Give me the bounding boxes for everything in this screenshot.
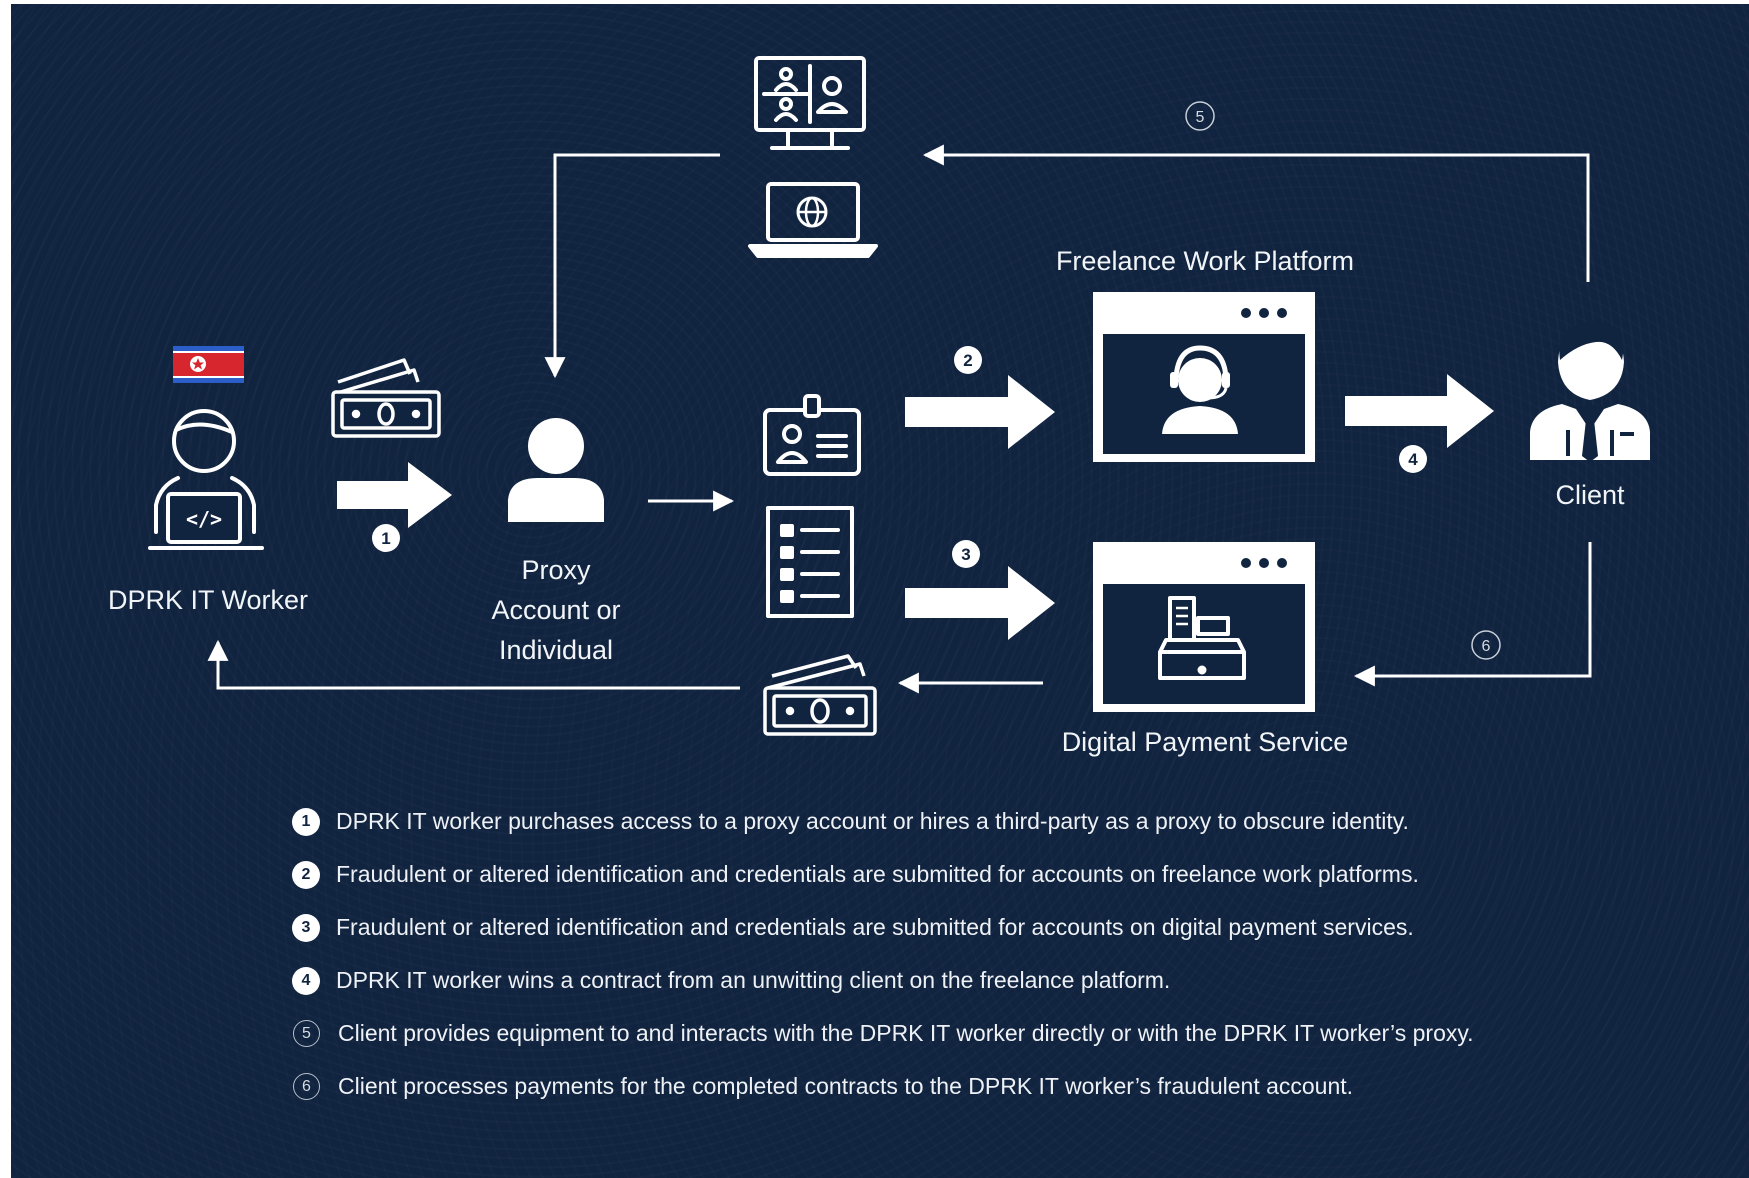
svg-text:</>: </> bbox=[186, 507, 222, 531]
legend-text-6: Client processes payments for the comple… bbox=[338, 1073, 1354, 1099]
legend-number-6: 6 bbox=[293, 1073, 320, 1100]
id-card-icon bbox=[763, 394, 861, 476]
legend-text-4: DPRK IT worker wins a contract from an u… bbox=[336, 967, 1171, 993]
badge-step-3: 3 bbox=[952, 540, 980, 568]
support-agent-icon bbox=[1162, 345, 1238, 434]
legend-item-6: 6 Client processes payments for the comp… bbox=[292, 1060, 1732, 1113]
legend-item-2: 2 Fraudulent or altered identification a… bbox=[292, 848, 1732, 901]
connector-payout bbox=[207, 542, 1592, 694]
badge-step-3-label: 3 bbox=[961, 545, 970, 564]
legend-number-2: 2 bbox=[292, 860, 320, 889]
arrow-step-3 bbox=[905, 566, 1055, 640]
worker-label: DPRK IT Worker bbox=[107, 585, 309, 615]
laptop-globe-icon bbox=[748, 182, 878, 258]
badge-step-6: 6 bbox=[1471, 630, 1501, 660]
payment-label: Digital Payment Service bbox=[1061, 727, 1349, 757]
person-icon bbox=[508, 418, 604, 522]
proxy-label: Proxy Account or Individual bbox=[491, 555, 621, 665]
badge-step-2-label: 2 bbox=[963, 351, 972, 370]
legend-item-5: 5 Client provides equipment to and inter… bbox=[292, 1007, 1732, 1060]
legend-item-4: 4 DPRK IT worker wins a contract from an… bbox=[292, 954, 1732, 1007]
legend: 1 DPRK IT worker purchases access to a p… bbox=[292, 795, 1732, 1113]
badge-step-1-label: 1 bbox=[381, 529, 390, 548]
flag-icon bbox=[173, 346, 244, 383]
legend-number-1: 1 bbox=[292, 807, 320, 836]
badge-step-5: 5 bbox=[1185, 101, 1215, 131]
legend-text-2: Fraudulent or altered identification and… bbox=[336, 861, 1419, 887]
checklist-icon bbox=[766, 506, 854, 618]
legend-text-3: Fraudulent or altered identification and… bbox=[336, 914, 1414, 940]
badge-step-4: 4 bbox=[1399, 445, 1427, 473]
coder-icon: </> bbox=[148, 409, 264, 550]
legend-item-3: 3 Fraudulent or altered identification a… bbox=[292, 901, 1732, 954]
badge-step-6-label: 6 bbox=[1482, 638, 1491, 655]
badge-step-1: 1 bbox=[372, 524, 400, 552]
legend-item-1: 1 DPRK IT worker purchases access to a p… bbox=[292, 795, 1732, 848]
connector-equipment bbox=[544, 144, 1590, 379]
video-call-icon bbox=[754, 56, 866, 150]
badge-step-5-label: 5 bbox=[1196, 109, 1205, 126]
legend-number-5: 5 bbox=[293, 1020, 320, 1047]
legend-text-5: Client provides equipment to and interac… bbox=[338, 1020, 1474, 1046]
legend-number-3: 3 bbox=[292, 913, 320, 942]
arrow-step-4 bbox=[1345, 374, 1494, 448]
freelance-label: Freelance Work Platform bbox=[1055, 246, 1355, 276]
cash-register-icon bbox=[1158, 596, 1246, 680]
cash-icon bbox=[331, 358, 441, 438]
cash-icon bbox=[763, 654, 877, 736]
badge-step-2: 2 bbox=[954, 346, 982, 374]
arrow-step-2 bbox=[905, 375, 1055, 449]
client-label: Client bbox=[1555, 480, 1625, 510]
businessman-icon bbox=[1530, 321, 1650, 462]
badge-step-4-label: 4 bbox=[1408, 450, 1418, 469]
legend-text-1: DPRK IT worker purchases access to a pro… bbox=[336, 808, 1409, 834]
legend-number-4: 4 bbox=[292, 966, 320, 995]
payment-window bbox=[1093, 542, 1315, 712]
arrow-step-1 bbox=[337, 462, 452, 528]
